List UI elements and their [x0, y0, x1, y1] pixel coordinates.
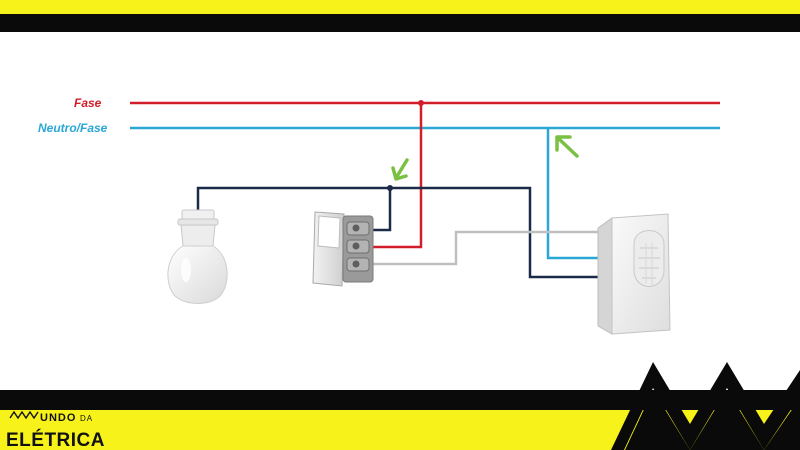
top-banner [0, 0, 800, 32]
logo-top-word-small: DA [80, 414, 93, 423]
arrow-icon [555, 135, 579, 158]
bottom-banner [0, 362, 800, 450]
light-bulb-icon [167, 209, 228, 304]
arrow-icon [391, 158, 409, 181]
neutral-phase-label: Neutro/Fase [38, 121, 108, 135]
phase-drop-wire [372, 103, 423, 249]
phase-label: Fase [74, 96, 102, 110]
zigzag-icon [9, 410, 39, 420]
return-wire [196, 186, 600, 279]
logo-top-word: UNDO [40, 412, 76, 424]
return-junction [387, 185, 393, 191]
sensor-neutral-wire [546, 128, 600, 260]
switch-return-wire [372, 188, 392, 232]
sensor-signal-wire [372, 230, 600, 266]
logo-bottom-word: ELÉTRICA [6, 429, 105, 450]
wall-switch-icon [312, 211, 374, 287]
phase-junction [418, 100, 424, 106]
brand-logo: UNDO DA ELÉTRICA [6, 410, 105, 450]
motion-sensor-icon [597, 213, 671, 335]
